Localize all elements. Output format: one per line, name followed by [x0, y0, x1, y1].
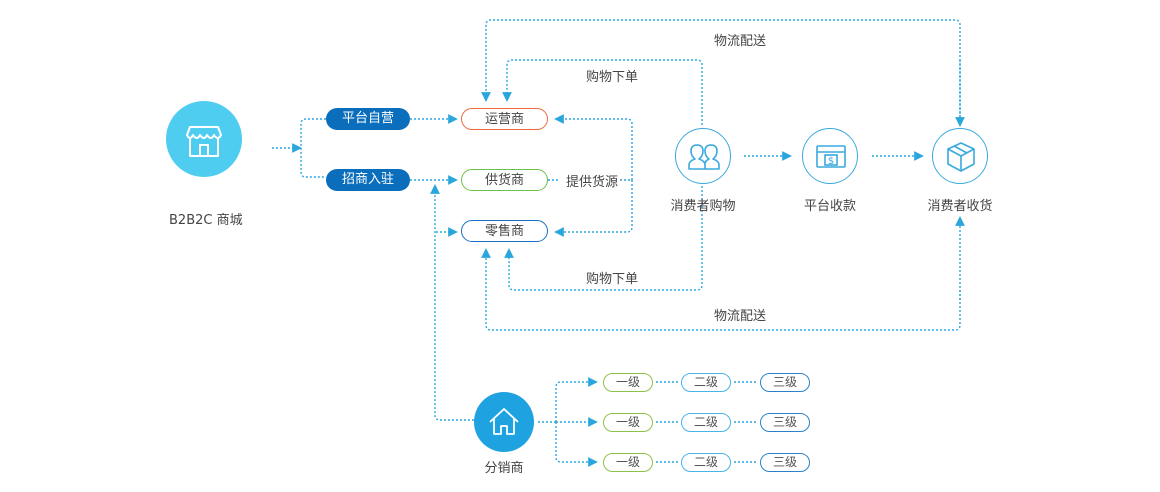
consumer-shopping-node[interactable]	[675, 128, 731, 184]
mall-label: B2B2C 商城	[169, 213, 243, 228]
tier-row1-level1[interactable]: 一级	[603, 373, 653, 392]
channel-merchant-entry[interactable]: 招商入驻	[326, 169, 410, 191]
package-box-icon	[947, 142, 975, 172]
edge-supply-to-operator	[554, 114, 633, 180]
top-logistics-label: 物流配送	[714, 34, 767, 49]
edge-top-order	[502, 59, 703, 125]
edge-split-self	[300, 118, 326, 178]
consumer-receipt-node[interactable]	[932, 128, 988, 184]
bottom-logistics-label: 物流配送	[714, 309, 767, 324]
retailer-node[interactable]: 零售商	[461, 220, 548, 242]
tier-row2-level1[interactable]: 一级	[603, 413, 653, 432]
storefront-icon	[186, 126, 222, 157]
edge-tier-3	[555, 422, 598, 467]
tier-row3-level2[interactable]: 二级	[681, 453, 731, 472]
payment-card-icon: $	[816, 145, 846, 168]
distributor-label: 分销商	[484, 461, 524, 476]
platform-payment-node[interactable]: $	[802, 128, 858, 184]
tier-row3-level1[interactable]: 一级	[603, 453, 653, 472]
edge-top-logistics	[481, 19, 961, 125]
bottom-order-label: 购物下单	[586, 272, 639, 287]
tier-row3-level3[interactable]: 三级	[760, 453, 810, 472]
tier-row2-level3[interactable]: 三级	[760, 413, 810, 432]
home-icon	[489, 408, 519, 435]
users-icon	[688, 144, 720, 170]
top-order-label: 购物下单	[586, 70, 639, 85]
platform-payment-label: 平台收款	[803, 199, 856, 214]
edge-bottom-order	[504, 186, 703, 291]
mall-node[interactable]	[166, 101, 242, 177]
supplier-node[interactable]: 供货商	[461, 169, 548, 191]
operator-node[interactable]: 运营商	[461, 108, 548, 130]
svg-text:$: $	[828, 156, 834, 167]
tier-row1-level3[interactable]: 三级	[760, 373, 810, 392]
supply-label: 提供货源	[564, 171, 621, 190]
distributor-node[interactable]	[474, 392, 534, 452]
edge-distributor-up	[430, 184, 474, 421]
channel-self-operated[interactable]: 平台自营	[326, 108, 410, 130]
consumer-shopping-label: 消费者购物	[670, 199, 736, 214]
edge-bottom-logistics	[481, 248, 961, 331]
tier-row2-level2[interactable]: 二级	[681, 413, 731, 432]
tier-row1-level2[interactable]: 二级	[681, 373, 731, 392]
edge-tier-1	[555, 377, 598, 422]
consumer-receipt-label: 消费者收货	[927, 199, 993, 214]
